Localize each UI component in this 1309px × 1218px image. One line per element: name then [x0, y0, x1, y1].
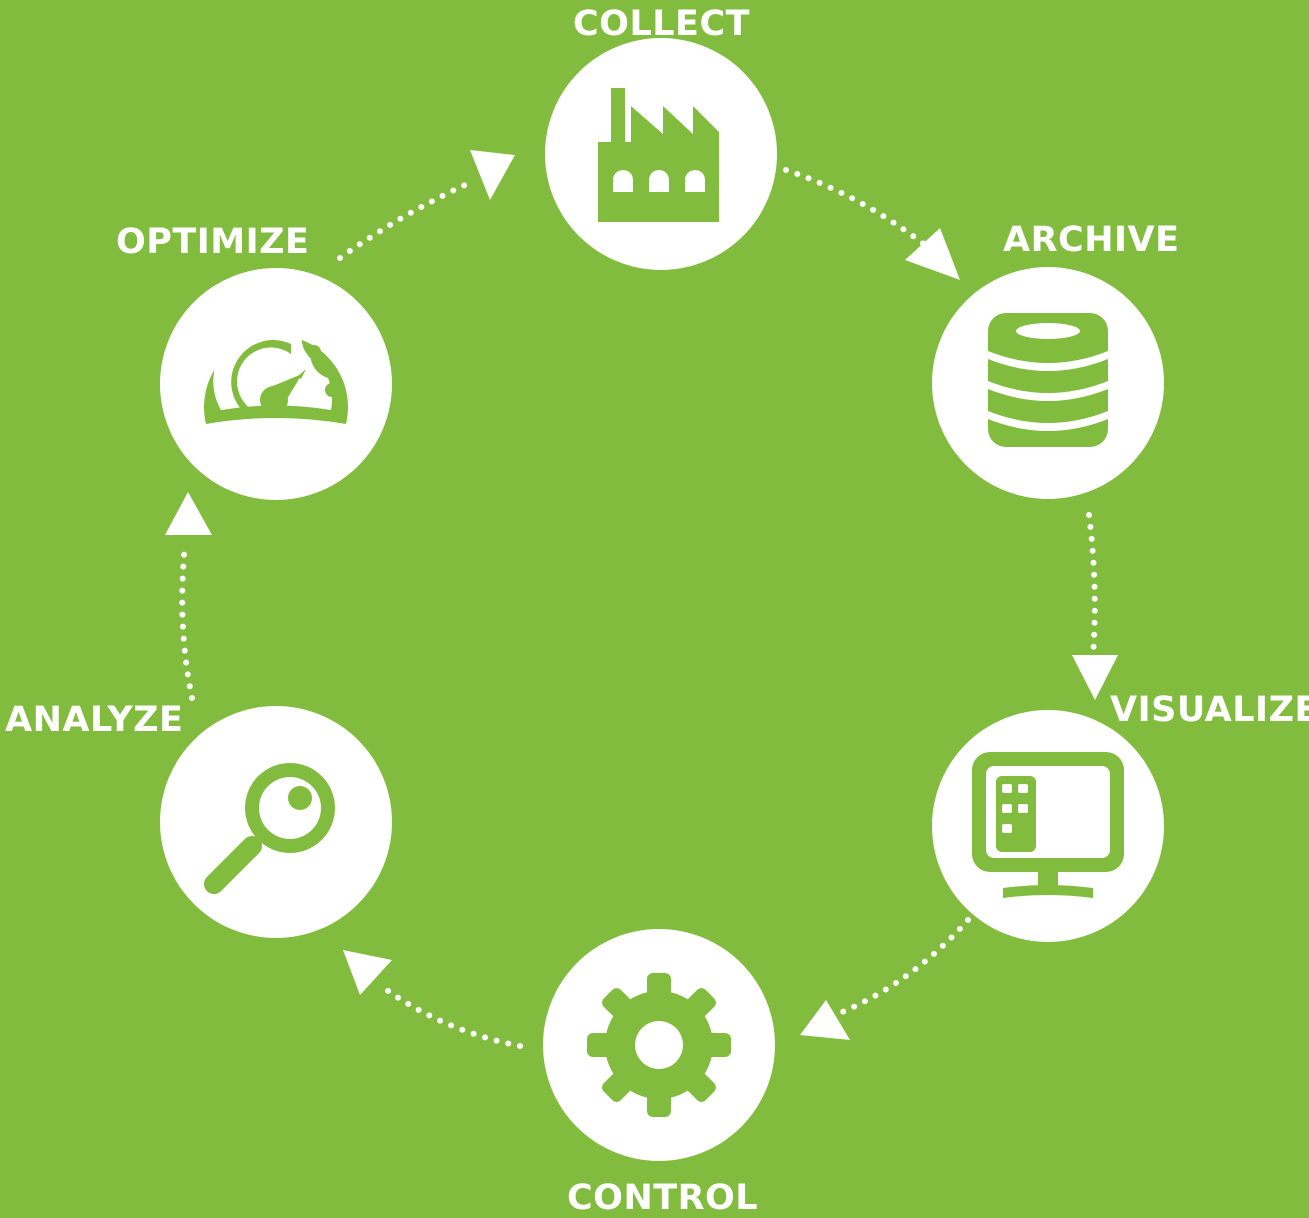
label-analyze: ANALYZE [5, 700, 184, 740]
connectors [179, 167, 1098, 1049]
database-icon [988, 313, 1108, 447]
connector-control-analyze [377, 982, 523, 1049]
arrowheads [165, 150, 1118, 1040]
arrowhead-visualize [1072, 655, 1118, 700]
node-analyze [160, 706, 392, 938]
label-collect: COLLECT [573, 4, 751, 44]
connector-analyze-optimize [179, 542, 195, 701]
label-archive: ARCHIVE [1003, 220, 1180, 260]
gear-icon [587, 973, 731, 1117]
label-visualize: VISUALIZE [1110, 690, 1309, 730]
magnifier-icon [204, 763, 335, 894]
arrowhead-control [800, 1000, 850, 1040]
node-control [543, 929, 775, 1161]
arrowhead-archive [905, 228, 960, 280]
connector-visualize-control [832, 917, 971, 1018]
gauge-icon [204, 324, 348, 424]
label-control: CONTROL [567, 1178, 759, 1218]
factory-icon [598, 88, 719, 222]
node-archive [932, 267, 1164, 499]
label-optimize: OPTIMIZE [116, 222, 310, 262]
node-visualize [932, 710, 1164, 942]
node-collect [545, 38, 777, 270]
connector-optimize-collect [337, 182, 468, 261]
monitor-icon [972, 752, 1124, 898]
connector-archive-visualize [1086, 512, 1098, 658]
arrowhead-collect [470, 150, 515, 200]
node-optimize [160, 268, 392, 500]
connector-collect-archive [783, 167, 928, 248]
arrowhead-optimize [165, 492, 212, 535]
arrowhead-analyze [343, 950, 392, 995]
